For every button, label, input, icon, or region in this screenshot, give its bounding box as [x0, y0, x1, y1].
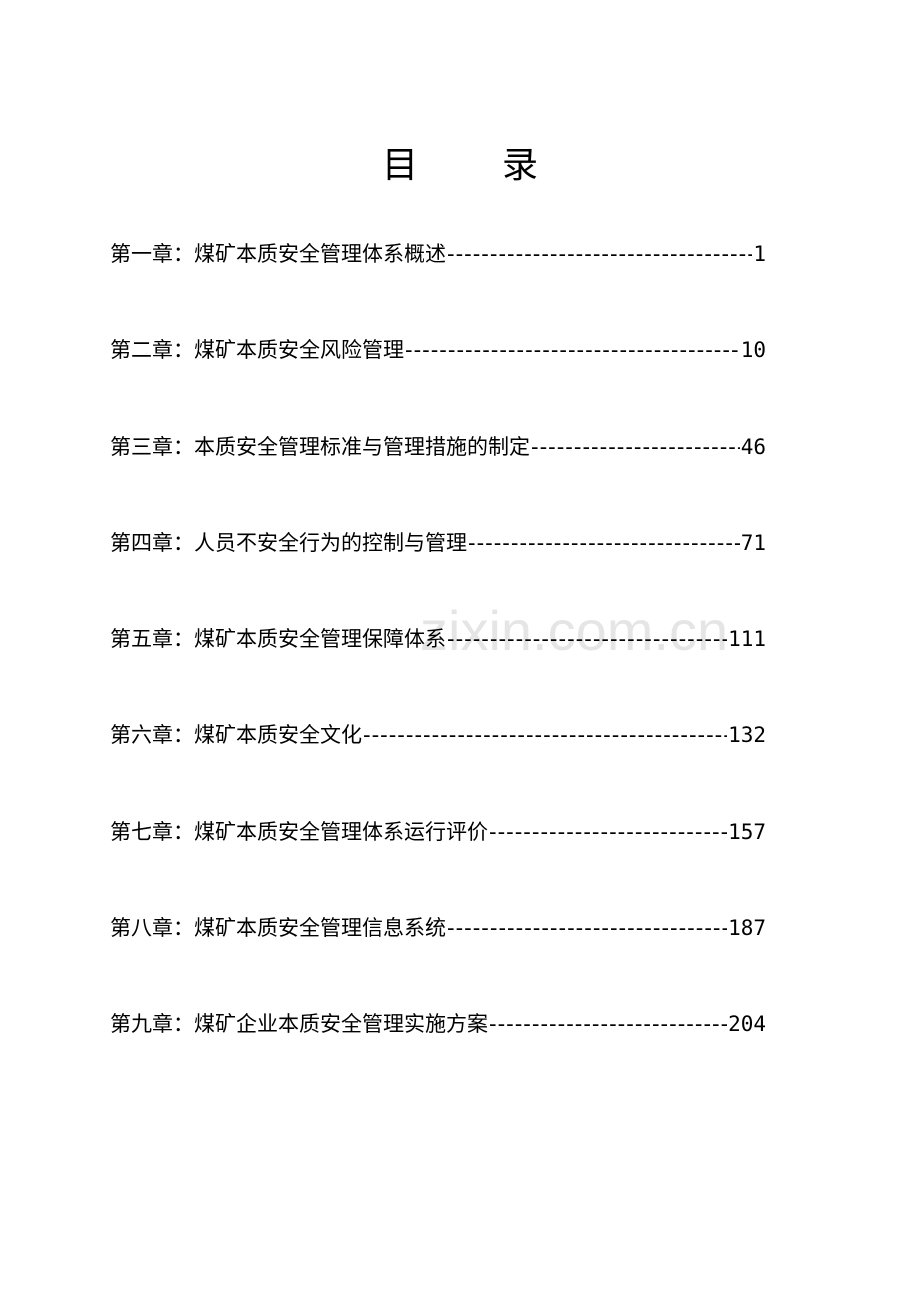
toc-entry-title: 第八章：煤矿本质安全管理信息系统 [110, 916, 446, 941]
toc-page-number: 111 [728, 627, 766, 652]
toc-page-number: 157 [728, 819, 766, 844]
dot-leader [447, 916, 727, 940]
toc-entry-title: 第五章：煤矿本质安全管理保障体系 [110, 627, 446, 652]
toc-page-number: 1 [753, 242, 766, 266]
dot-leader [468, 531, 740, 555]
title-char-2: 录 [502, 145, 539, 186]
toc-page-number: 204 [728, 1012, 766, 1037]
page-title: 目录 [0, 136, 920, 188]
toc-entry-title: 第三章：本质安全管理标准与管理措施的制定 [110, 434, 530, 459]
toc-entry[interactable]: 第一章：煤矿本质安全管理体系概述 1 [110, 238, 766, 334]
toc-entry-title: 第七章：煤矿本质安全管理体系运行评价 [110, 819, 488, 844]
toc-page-number: 46 [740, 434, 766, 459]
dot-leader [405, 338, 740, 362]
toc-entry-title: 第二章：煤矿本质安全风险管理 [110, 338, 404, 363]
toc-entry[interactable]: 第四章：人员不安全行为的控制与管理 71 [110, 527, 766, 623]
toc-entry[interactable]: 第三章：本质安全管理标准与管理措施的制定 46 [110, 431, 766, 527]
dot-leader [489, 1012, 727, 1036]
toc-entry-title: 第一章：煤矿本质安全管理体系概述 [110, 242, 446, 266]
toc-entry[interactable]: 第七章：煤矿本质安全管理体系运行评价 157 [110, 816, 766, 912]
dot-leader [447, 242, 752, 266]
table-of-contents: 第一章：煤矿本质安全管理体系概述 1 第二章：煤矿本质安全风险管理 10 第三章：本… [110, 238, 766, 1105]
toc-entry[interactable]: 第八章：煤矿本质安全管理信息系统 187 [110, 912, 766, 1008]
dot-leader [531, 435, 740, 459]
dot-leader [447, 627, 727, 651]
toc-page-number: 187 [728, 916, 766, 941]
dot-leader [489, 820, 727, 844]
toc-page-number: 132 [728, 723, 766, 748]
dot-leader [363, 723, 727, 747]
toc-entry[interactable]: 第六章：煤矿本质安全文化 132 [110, 719, 766, 815]
toc-entry[interactable]: 第二章：煤矿本质安全风险管理 10 [110, 334, 766, 430]
toc-entry-title: 第四章：人员不安全行为的控制与管理 [110, 530, 467, 555]
toc-entry[interactable]: 第九章：煤矿企业本质安全管理实施方案 204 [110, 1008, 766, 1104]
title-char-1: 目 [381, 145, 418, 186]
toc-page-number: 71 [740, 530, 766, 555]
toc-page-number: 10 [740, 338, 766, 363]
toc-entry[interactable]: 第五章：煤矿本质安全管理保障体系 111 [110, 623, 766, 719]
toc-entry-title: 第六章：煤矿本质安全文化 [110, 723, 362, 748]
toc-entry-title: 第九章：煤矿企业本质安全管理实施方案 [110, 1012, 488, 1037]
